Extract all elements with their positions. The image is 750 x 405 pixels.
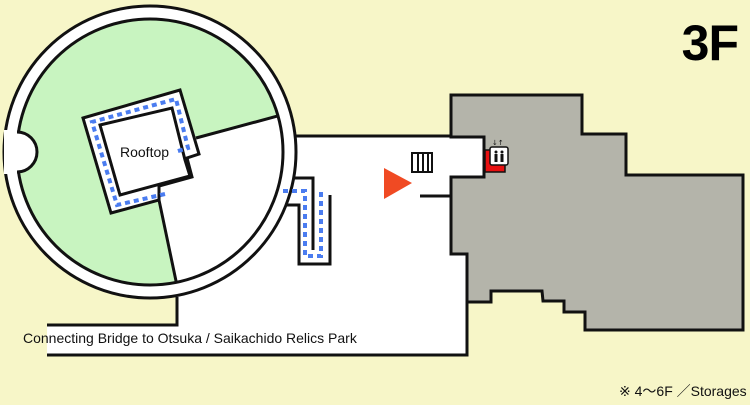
- elevator-icon: ↓↑: [484, 139, 509, 173]
- bridge-label: Connecting Bridge to Otsuka / Saikachido…: [23, 330, 357, 346]
- garden: [17, 19, 283, 285]
- storage-note: ※ 4〜6F ／Storages: [619, 383, 747, 399]
- rooftop-room: [98, 106, 192, 197]
- stairs-icon: [411, 152, 433, 173]
- current-location-marker: [384, 168, 412, 199]
- corridor: [47, 136, 484, 355]
- rooftop-label: Rooftop: [120, 144, 170, 160]
- storage-building: [449, 93, 745, 332]
- svg-text:↓↑: ↓↑: [492, 139, 504, 147]
- floor-label: 3F: [681, 15, 739, 71]
